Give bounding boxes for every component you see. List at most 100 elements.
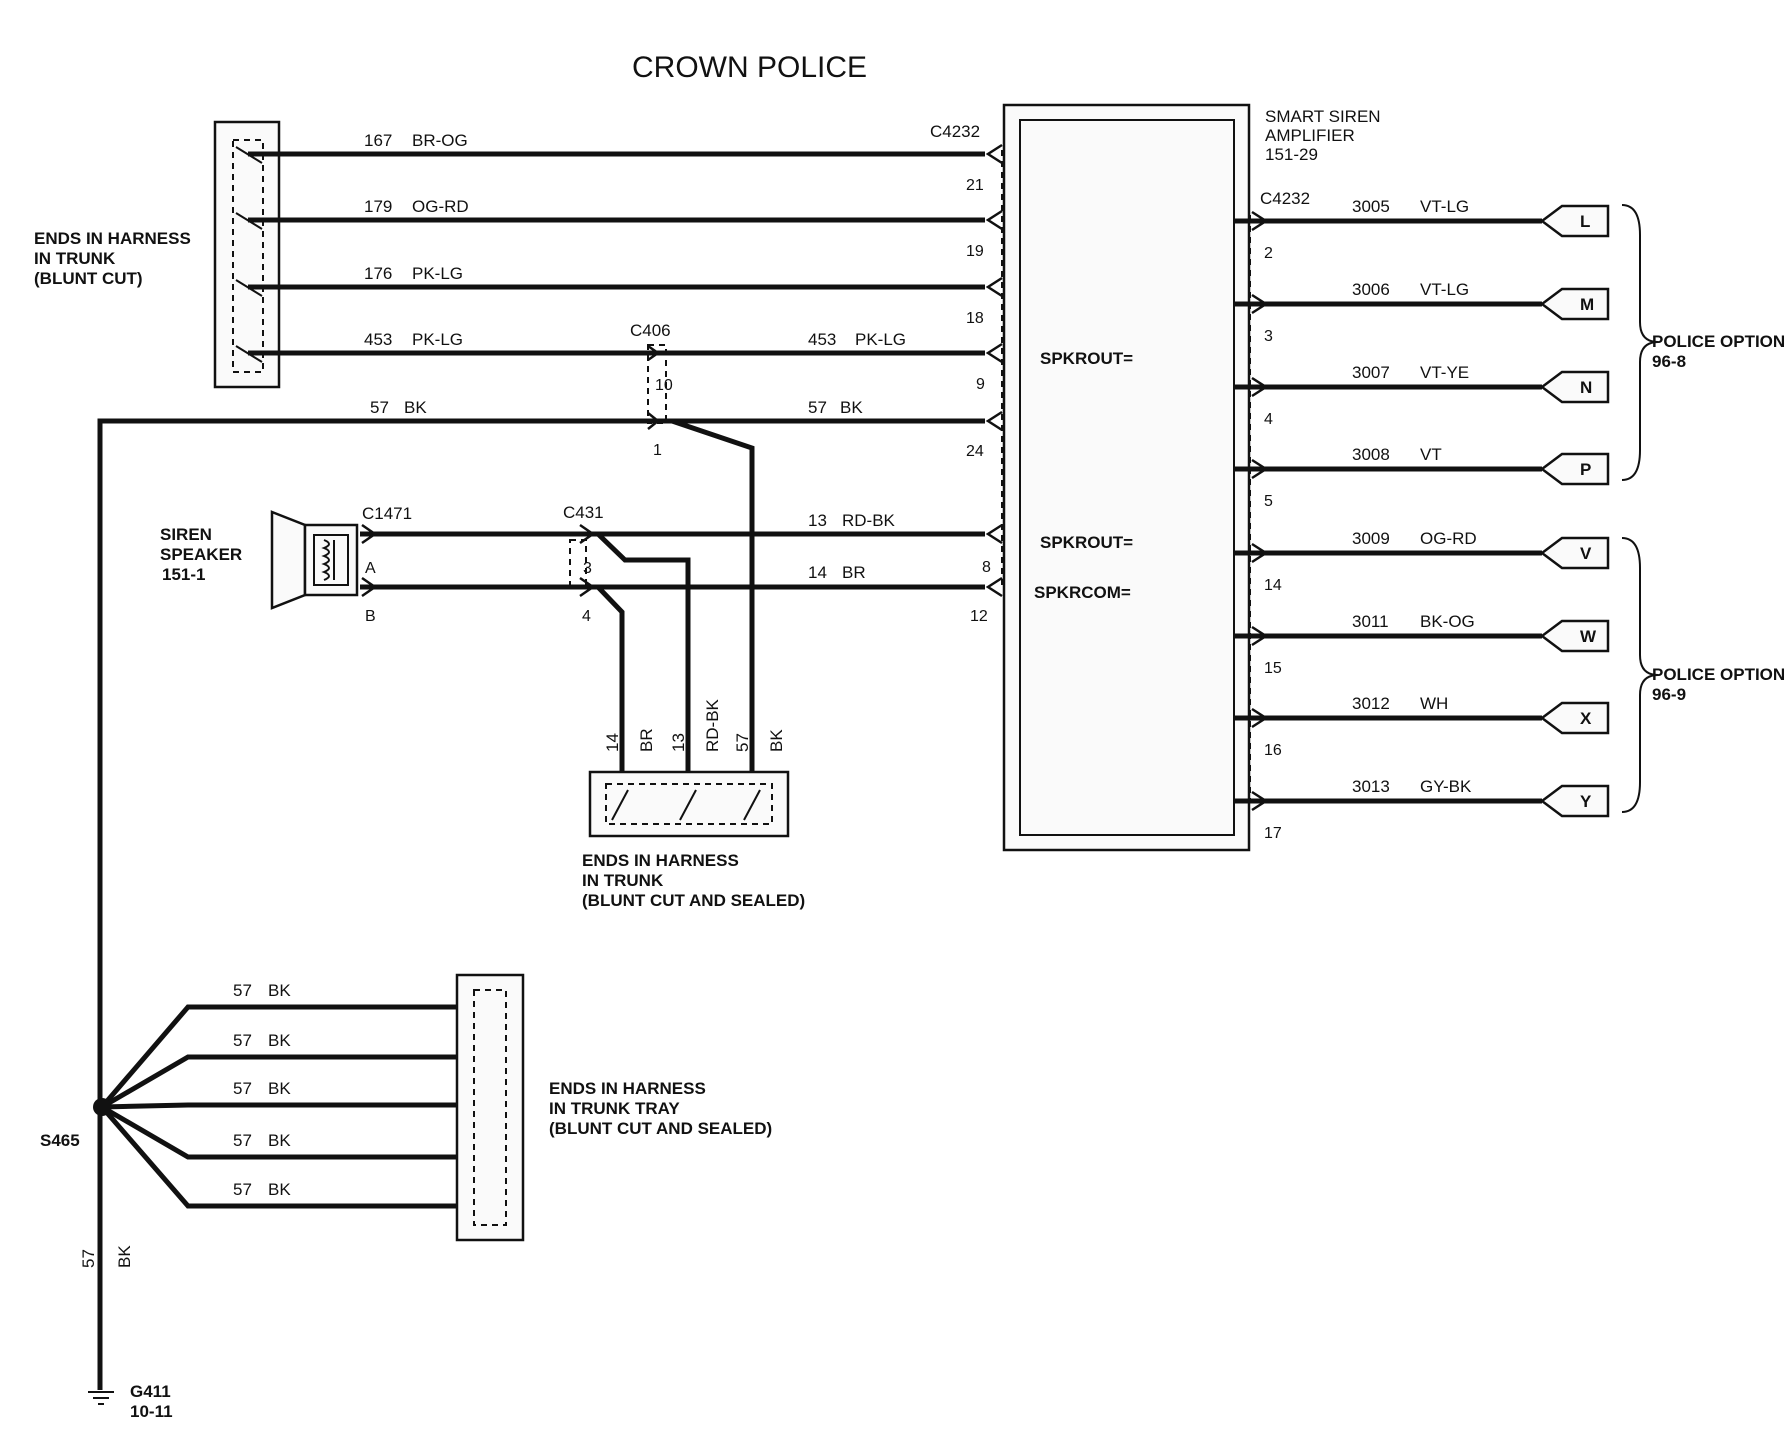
amplifier-pin: 3 (1264, 328, 1273, 345)
tray-wire-color: BK (268, 981, 291, 1000)
right-wire-color: WH (1420, 694, 1448, 713)
siren-speaker-icon (270, 510, 359, 610)
right-wire-color: VT-YE (1420, 363, 1469, 382)
right-wire-3009 (1235, 536, 1610, 570)
amplifier-pin: 16 (1264, 742, 1282, 759)
amplifier-connector-right: C4232 (1260, 189, 1310, 208)
amplifier-pin: 9 (976, 376, 985, 393)
police-option-2-line2: 96-9 (1652, 685, 1686, 704)
right-wire-circuit: 3011 (1352, 612, 1389, 631)
tray-wire-circuit: 57 (233, 1180, 252, 1199)
tray-harness-line2: IN TRUNK TRAY (549, 1099, 680, 1118)
ground-drop-color: BK (115, 1245, 134, 1268)
terminal-connector (1539, 452, 1610, 486)
right-wire-circuit: 3005 (1352, 197, 1390, 216)
sealed-harness-line1: ENDS IN HARNESS (582, 851, 739, 870)
tray-wire-circuit: 57 (233, 1079, 252, 1098)
right-wire-color: VT-LG (1420, 197, 1469, 216)
terminal-connector (1539, 287, 1610, 321)
tray-wire-circuit: 57 (233, 1131, 252, 1150)
terminal-label: V (1580, 544, 1592, 563)
right-wire-color: OG-RD (1420, 529, 1477, 548)
right-wire-circuit: 3006 (1352, 280, 1390, 299)
ground-wire-circuit-left: 57 (370, 398, 389, 417)
c431-pin-4: 4 (582, 608, 591, 625)
c1471-pin-a: A (365, 560, 376, 577)
right-wire-circuit: 3012 (1352, 694, 1390, 713)
trunk-harness-top-line2: IN TRUNK (34, 249, 116, 268)
amplifier-pin: 19 (966, 243, 984, 260)
amplifier-pin: 2 (1264, 245, 1273, 262)
amplifier-pin: 12 (970, 608, 988, 625)
amplifier-pin: 8 (982, 559, 991, 576)
right-wire-color: BK-OG (1420, 612, 1475, 631)
terminal-connector (1539, 701, 1610, 735)
terminal-label: L (1580, 212, 1590, 231)
right-wire-3012 (1235, 701, 1610, 735)
terminal-connector (1539, 370, 1610, 404)
terminal-label: X (1580, 709, 1592, 728)
diagram-title: CROWN POLICE (632, 51, 867, 84)
trunk-harness-top-line1: ENDS IN HARNESS (34, 229, 191, 248)
ground-wire-color-right: BK (840, 398, 863, 417)
sealed-harness-line2: IN TRUNK (582, 871, 664, 890)
amplifier-pin: 4 (1264, 411, 1273, 428)
c406-pin-top: 10 (655, 377, 673, 394)
tray-wire-color: BK (268, 1180, 291, 1199)
sealed-harness-line3: (BLUNT CUT AND SEALED) (582, 891, 805, 910)
smart-siren-amplifier (1001, 103, 1251, 852)
tray-harness-line1: ENDS IN HARNESS (549, 1079, 706, 1098)
sealed-wire-circuit: 57 (733, 733, 752, 752)
sealed-harness-wire-labels: 14 BR 13 RD-BK 57 BK (603, 698, 786, 752)
terminal-connector (1539, 204, 1610, 238)
tray-wire (100, 1105, 501, 1219)
amplifier-spkrout-1: SPKROUT= (1040, 349, 1133, 368)
c406-label: C406 (630, 321, 671, 340)
right-wire-color: VT-LG (1420, 280, 1469, 299)
terminal-connector (1539, 536, 1610, 570)
amplifier-ref: 151-29 (1265, 145, 1318, 164)
c406-pin-bottom: 1 (653, 442, 662, 459)
c1471-label: C1471 (362, 504, 412, 523)
right-wire-3011 (1235, 619, 1610, 653)
amplifier-pin: 5 (1264, 493, 1273, 510)
tray-wire-color: BK (268, 1031, 291, 1050)
terminal-label: W (1580, 627, 1597, 646)
sealed-wire-circuit: 14 (603, 733, 622, 752)
amplifier-pin: 15 (1264, 660, 1282, 677)
amplifier-connector-left: C4232 (930, 122, 980, 141)
sealed-wire-circuit: 13 (669, 733, 688, 752)
ground-wire-circuit-right: 57 (808, 398, 827, 417)
right-wire-3005 (1235, 204, 1610, 238)
c431-pin-3: 3 (583, 560, 592, 577)
speaker-wire-color: RD-BK (842, 511, 896, 530)
right-wire-color: VT (1420, 445, 1442, 464)
right-wire-3007 (1235, 370, 1610, 404)
amplifier-name-line2: AMPLIFIER (1265, 126, 1355, 145)
right-wire-circuit: 3008 (1352, 445, 1390, 464)
ground-icon (88, 1391, 114, 1405)
left-wire-color: PK-LG (412, 264, 463, 283)
left-wire-color: BR-OG (412, 131, 468, 150)
speaker-wire-color: BR (842, 563, 866, 582)
terminal-label: N (1580, 378, 1592, 397)
amplifier-name-line1: SMART SIREN (1265, 107, 1381, 126)
police-option-1-line1: POLICE OPTION (1652, 332, 1785, 351)
speaker-wire-14 (360, 576, 1003, 790)
amplifier-pin: 18 (966, 310, 984, 327)
speaker-wire-circuit: 14 (808, 563, 827, 582)
amplifier-pin: 21 (966, 177, 984, 194)
left-wire-color: OG-RD (412, 197, 469, 216)
c431-connector (569, 539, 587, 587)
right-wire-circuit: 3007 (1352, 363, 1390, 382)
left-wire-179 (248, 209, 1003, 231)
amplifier-pin: 14 (1264, 577, 1282, 594)
left-wire-176 (248, 276, 1003, 298)
trunk-harness-top (213, 120, 281, 389)
left-wire-167 (248, 143, 1003, 165)
right-wire-3008 (1235, 452, 1610, 486)
tray-wire (100, 1044, 501, 1110)
right-wire-3006 (1235, 287, 1610, 321)
